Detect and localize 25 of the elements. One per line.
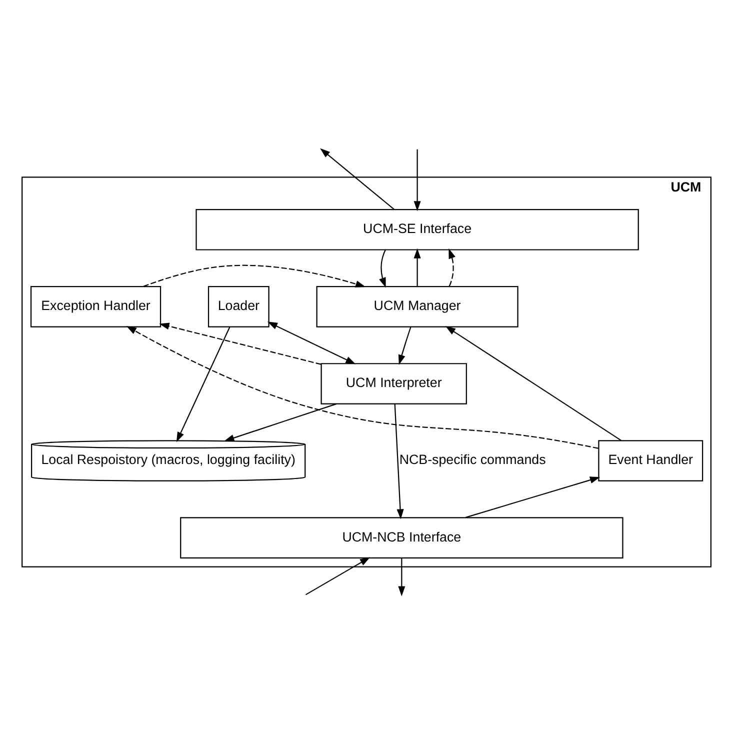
node-box: Loader bbox=[208, 286, 270, 327]
node-box: UCM Manager bbox=[316, 286, 518, 327]
edge-label: NCB-specific commands bbox=[399, 452, 546, 467]
node-box: UCM Interpreter bbox=[320, 362, 467, 404]
arrow bbox=[398, 558, 406, 596]
arrow bbox=[224, 402, 337, 441]
arrow bbox=[448, 248, 456, 286]
arrow bbox=[126, 325, 598, 448]
arrow bbox=[267, 321, 356, 364]
arrow bbox=[394, 404, 404, 519]
node-box: UCM-NCB Interface bbox=[180, 516, 624, 558]
node-box: Event Handler bbox=[598, 440, 704, 481]
arrow bbox=[379, 249, 386, 288]
arrow bbox=[143, 264, 366, 287]
arrow bbox=[159, 322, 322, 364]
arrow bbox=[398, 326, 412, 364]
arrow bbox=[414, 148, 421, 211]
node-box: UCM-SE Interface bbox=[196, 208, 639, 250]
arrow bbox=[176, 326, 230, 442]
arrow bbox=[320, 148, 395, 210]
arrow bbox=[414, 248, 421, 286]
node-box: Exception Handler bbox=[30, 286, 162, 327]
arrow bbox=[445, 326, 622, 441]
arrow bbox=[465, 476, 600, 518]
arrow bbox=[305, 556, 370, 595]
